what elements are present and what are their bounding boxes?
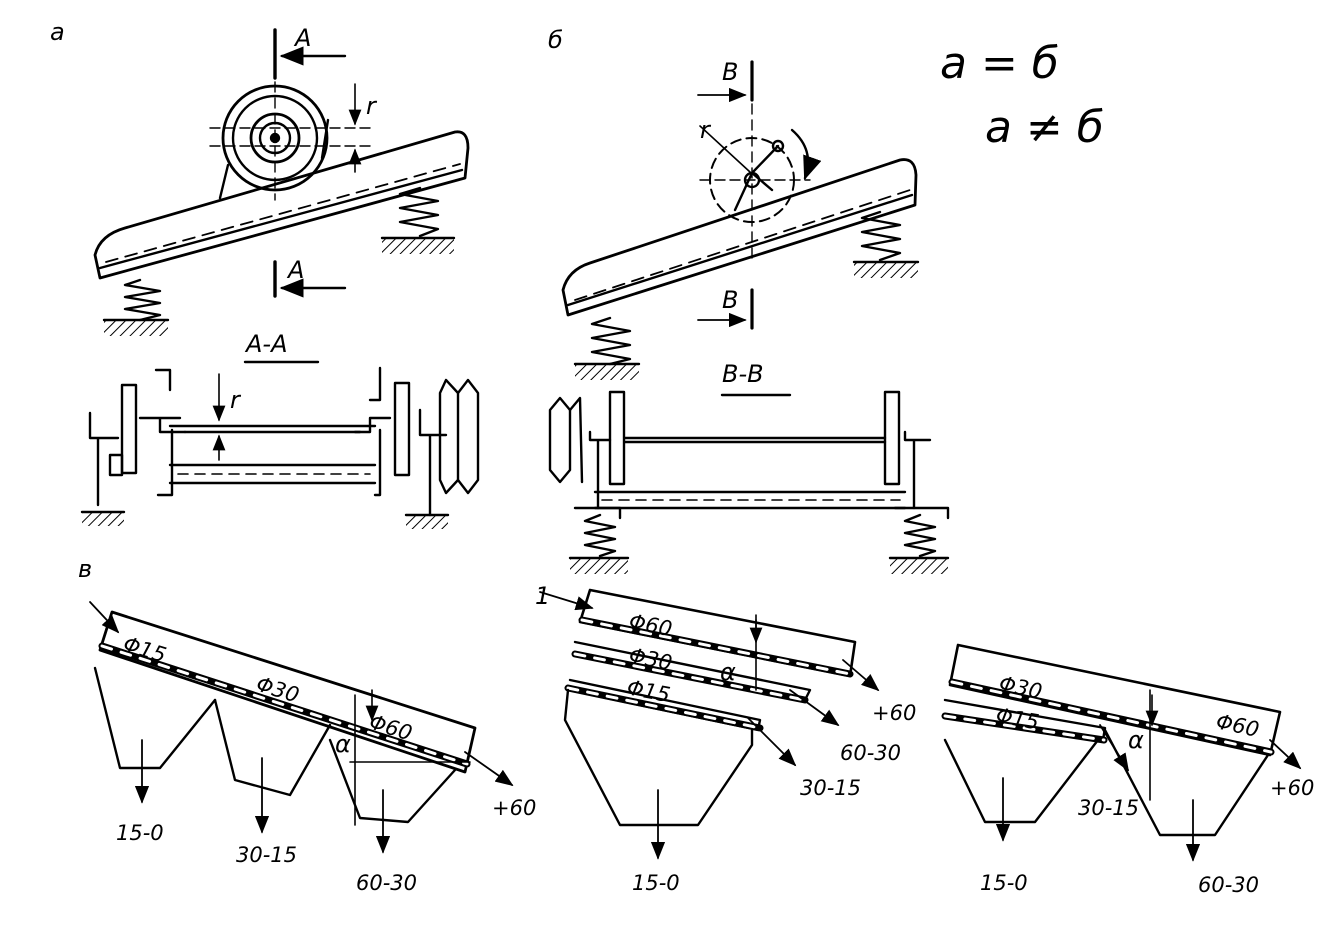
v2-out-1: +60: [872, 701, 916, 725]
arrow-a-top-label: А: [293, 24, 311, 52]
v1-out-3: 60-30: [356, 871, 417, 895]
panel-a-screen: [93, 28, 470, 364]
v1-out-4: +60: [492, 796, 536, 820]
note-line-1: а = б: [940, 38, 1059, 89]
v1-deck-2: Φ30: [254, 672, 302, 708]
v2-deck-2: Φ30: [627, 643, 674, 675]
v2-out-3: 30-15: [800, 776, 861, 800]
panel-v-label: в: [78, 555, 92, 583]
v2-alpha: α: [720, 658, 736, 686]
radius-label-b: r: [700, 116, 712, 144]
screen-v2: [539, 588, 880, 860]
section-bb: [548, 390, 950, 574]
panel-b-label: б: [548, 26, 563, 54]
v1-alpha: α: [335, 730, 351, 758]
v3-alpha: α: [1128, 726, 1144, 754]
v3-out-4: 60-30: [1198, 873, 1259, 897]
note-line-2: а ≠ б: [985, 102, 1104, 153]
v2-deck-1: Φ60: [627, 609, 674, 641]
v3-out-2: 30-15: [1078, 796, 1139, 820]
section-aa-title: А-А: [244, 330, 288, 358]
section-bb-title: В-В: [722, 360, 764, 388]
v3-deck-1: Φ30: [997, 671, 1044, 703]
section-aa: [80, 366, 480, 529]
v3-deck-2: Φ15: [994, 703, 1041, 734]
arrow-a-bottom-label: А: [286, 256, 304, 284]
arrow-b-top-label: В: [722, 58, 738, 86]
v1-deck-1: Φ15: [121, 632, 169, 668]
v2-out-4: 15-0: [632, 871, 680, 895]
radius-label-a: r: [366, 92, 378, 120]
v1-out-2: 30-15: [236, 843, 297, 867]
radius-label-aa: r: [230, 386, 242, 414]
v3-deck-3: Φ60: [1214, 709, 1261, 741]
screen-v1: [89, 601, 514, 854]
v1-out-1: 15-0: [116, 821, 164, 845]
panel-a-label: а: [50, 18, 65, 46]
v2-out-2: 60-30: [840, 741, 901, 765]
screen-v3: [941, 643, 1302, 862]
v3-out-1: +60: [1270, 776, 1314, 800]
v2-callout: 1: [535, 582, 550, 610]
v3-out-3: 15-0: [980, 871, 1028, 895]
arrow-b-bottom-label: В: [722, 286, 738, 314]
panel-b-screen: [561, 60, 920, 397]
